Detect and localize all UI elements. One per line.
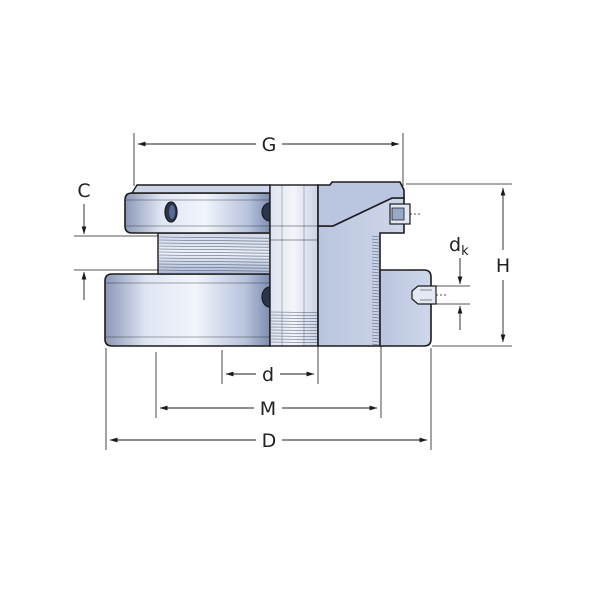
- outer-thread-line: [371, 289, 381, 292]
- outer-thread-line: [371, 310, 381, 313]
- neck-thread-lines: [158, 236, 270, 272]
- outer-thread-line: [371, 253, 381, 256]
- outer-thread-line: [371, 313, 381, 316]
- outer-thread-line: [371, 322, 381, 325]
- neck-thread-line: [158, 254, 270, 257]
- outer-thread-line: [371, 247, 381, 250]
- neck-thread-line: [158, 248, 270, 251]
- section-lower-ring: [379, 269, 432, 347]
- outer-thread-line: [371, 295, 381, 298]
- outer-thread-line: [371, 238, 381, 241]
- neck-thread-line: [158, 242, 270, 245]
- outer-thread-line: [371, 235, 381, 238]
- label-dk-main: d: [449, 234, 461, 256]
- outer-thread-line: [371, 319, 381, 322]
- upper-ring-exterior: [124, 192, 271, 234]
- label-d: d: [262, 364, 274, 386]
- neck-thread-line: [158, 260, 270, 263]
- outer-thread-line: [371, 334, 381, 337]
- section-upper-ring: [317, 181, 405, 227]
- neck-thread-line: [158, 239, 270, 242]
- section-half: [269, 181, 448, 347]
- face-hole-right: [261, 202, 271, 222]
- neck-thread-line: [158, 263, 270, 266]
- outer-thread-line: [371, 286, 381, 289]
- label-dk-sub: k: [461, 244, 469, 259]
- outer-thread-lines: [371, 235, 381, 346]
- label-H: H: [496, 255, 510, 277]
- label-G: G: [262, 134, 277, 156]
- outer-thread-line: [371, 325, 381, 328]
- locking-screw-lower: [411, 285, 448, 305]
- neck-thread-line: [158, 257, 270, 260]
- label-M: M: [260, 398, 276, 420]
- outer-thread-line: [371, 271, 381, 274]
- outer-thread-line: [371, 301, 381, 304]
- outer-thread-line: [371, 331, 381, 334]
- dimension-labels: G C H dk d M D: [77, 134, 510, 452]
- outer-thread-line: [371, 265, 381, 268]
- outer-thread-line: [371, 259, 381, 262]
- neck-thread-line: [158, 266, 270, 269]
- outer-thread-line: [371, 316, 381, 319]
- outer-thread-line: [371, 343, 381, 346]
- neck-thread-line: [158, 236, 270, 239]
- outer-thread-line: [371, 241, 381, 244]
- outer-thread-line: [371, 298, 381, 301]
- outer-thread-line: [371, 307, 381, 310]
- outer-thread-line: [371, 340, 381, 343]
- outer-thread-line: [371, 256, 381, 259]
- outer-thread-line: [371, 337, 381, 340]
- outer-thread-line: [371, 268, 381, 271]
- label-D: D: [262, 430, 277, 452]
- bore-surface: [269, 184, 319, 347]
- outer-thread-line: [371, 262, 381, 265]
- outer-thread-line: [371, 328, 381, 331]
- lower-face-hole: [261, 286, 271, 308]
- outer-thread-line: [371, 274, 381, 277]
- label-dk: dk: [449, 234, 469, 259]
- outer-thread-line: [371, 283, 381, 286]
- outer-thread-line: [371, 280, 381, 283]
- neck-thread-line: [158, 269, 270, 272]
- neck-thread-line: [158, 245, 270, 248]
- locking-screw-upper: [389, 203, 420, 225]
- top-chamfer: [130, 184, 271, 194]
- exterior-half: [104, 184, 271, 347]
- neck-thread-line: [158, 251, 270, 254]
- outer-thread-line: [371, 250, 381, 253]
- dimension-lines: [74, 133, 512, 450]
- outer-thread-line: [371, 244, 381, 247]
- outer-thread-line: [371, 277, 381, 280]
- lower-ring-exterior: [104, 273, 271, 347]
- label-C: C: [77, 180, 90, 202]
- outer-thread-line: [371, 292, 381, 295]
- outer-thread-line: [371, 304, 381, 307]
